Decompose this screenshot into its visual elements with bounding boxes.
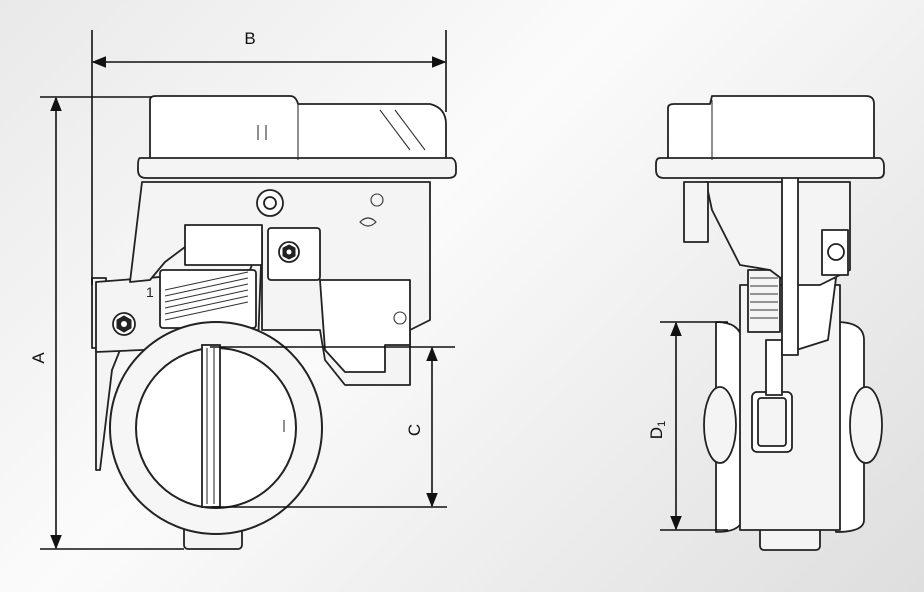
dimension-d1-label: D — [647, 427, 666, 439]
dimension-a: A — [29, 96, 184, 550]
dimension-d1-subscript: 1 — [656, 421, 668, 427]
side-view-valve — [655, 95, 885, 551]
dimension-a-label: A — [29, 352, 48, 364]
dimension-b-label: B — [244, 29, 255, 48]
front-view-valve: 1 — [91, 95, 457, 550]
dimension-c: C — [210, 346, 455, 508]
dimension-b: B — [91, 29, 447, 285]
dimension-c-label: C — [405, 424, 424, 436]
svg-text:D1: D1 — [647, 421, 668, 439]
dimension-d1: D1 — [647, 321, 728, 531]
svg-text:1: 1 — [146, 284, 154, 300]
